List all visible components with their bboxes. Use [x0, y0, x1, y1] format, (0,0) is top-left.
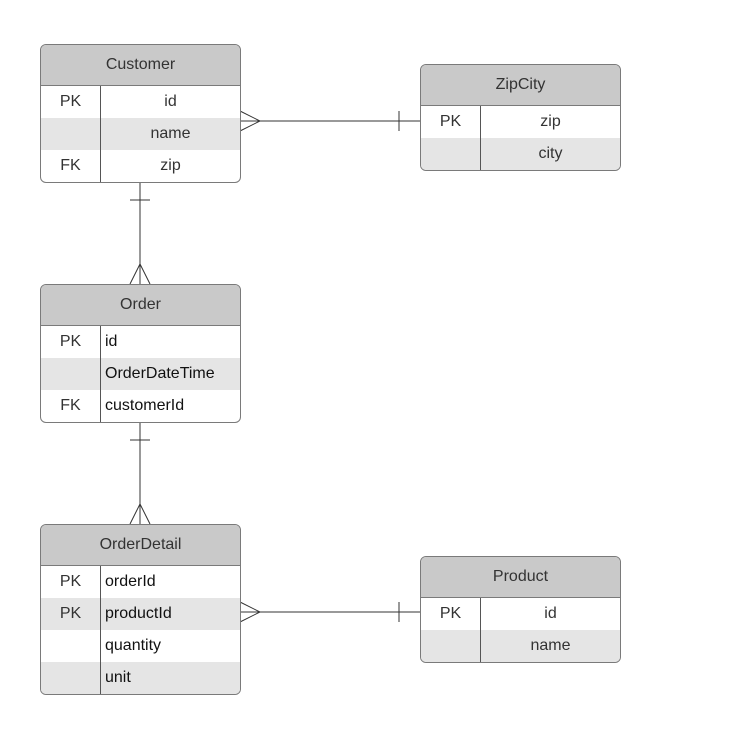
entity-title: ZipCity — [421, 65, 620, 106]
table-row: FK zip — [41, 150, 240, 182]
field-cell: city — [538, 145, 563, 162]
table-row: PK id — [421, 598, 620, 630]
key-cell — [421, 630, 481, 662]
entity-orderdetail[interactable]: OrderDetail PK orderId PK productId quan… — [40, 524, 241, 695]
key-cell: FK — [41, 390, 101, 422]
crows-foot-many-icon — [239, 110, 262, 132]
field-cell: zip — [160, 157, 181, 174]
table-row: PK orderId — [41, 566, 240, 598]
table-row: unit — [41, 662, 240, 694]
table-row: name — [41, 118, 240, 150]
key-cell — [41, 118, 101, 150]
entity-customer[interactable]: Customer PK id name FK zip — [40, 44, 241, 183]
field-cell: id — [164, 93, 177, 110]
field-cell: unit — [105, 669, 131, 686]
field-cell: id — [105, 333, 118, 350]
table-row: OrderDateTime — [41, 358, 240, 390]
field-cell: id — [544, 605, 557, 622]
key-cell — [421, 138, 481, 170]
field-cell: orderId — [105, 573, 156, 590]
field-cell: zip — [540, 113, 561, 130]
crows-foot-many-icon — [239, 601, 262, 623]
crows-foot-many-icon — [129, 262, 151, 285]
table-row: quantity — [41, 630, 240, 662]
crows-foot-many-icon — [129, 502, 151, 525]
field-cell: OrderDateTime — [105, 365, 215, 382]
field-cell: productId — [105, 605, 172, 622]
key-cell: FK — [41, 150, 101, 182]
key-cell: PK — [41, 598, 101, 630]
key-cell: PK — [421, 598, 481, 630]
entity-title: Customer — [41, 45, 240, 86]
orderdetail-product-relationship — [239, 601, 420, 623]
table-row: PK id — [41, 326, 240, 358]
field-cell: quantity — [105, 637, 162, 654]
table-row: PK zip — [421, 106, 620, 138]
customer-order-relationship — [129, 180, 151, 285]
key-cell: PK — [421, 106, 481, 138]
key-cell: PK — [41, 86, 101, 118]
key-cell — [41, 662, 101, 694]
entity-order[interactable]: Order PK id OrderDateTime FK customerId — [40, 284, 241, 423]
entity-title: Order — [41, 285, 240, 326]
order-orderdetail-relationship — [129, 420, 151, 525]
key-cell — [41, 358, 101, 390]
entity-product[interactable]: Product PK id name — [420, 556, 621, 663]
field-cell: name — [150, 125, 191, 142]
customer-zipcity-relationship — [239, 110, 420, 132]
table-row: PK productId — [41, 598, 240, 630]
entity-title: Product — [421, 557, 620, 598]
key-cell: PK — [41, 326, 101, 358]
field-cell: name — [530, 637, 571, 654]
key-cell: PK — [41, 566, 101, 598]
key-cell — [41, 630, 101, 662]
field-cell: customerId — [105, 397, 185, 414]
entity-title: OrderDetail — [41, 525, 240, 566]
table-row: city — [421, 138, 620, 170]
table-row: FK customerId — [41, 390, 240, 422]
table-row: PK id — [41, 86, 240, 118]
entity-zipcity[interactable]: ZipCity PK zip city — [420, 64, 621, 171]
table-row: name — [421, 630, 620, 662]
